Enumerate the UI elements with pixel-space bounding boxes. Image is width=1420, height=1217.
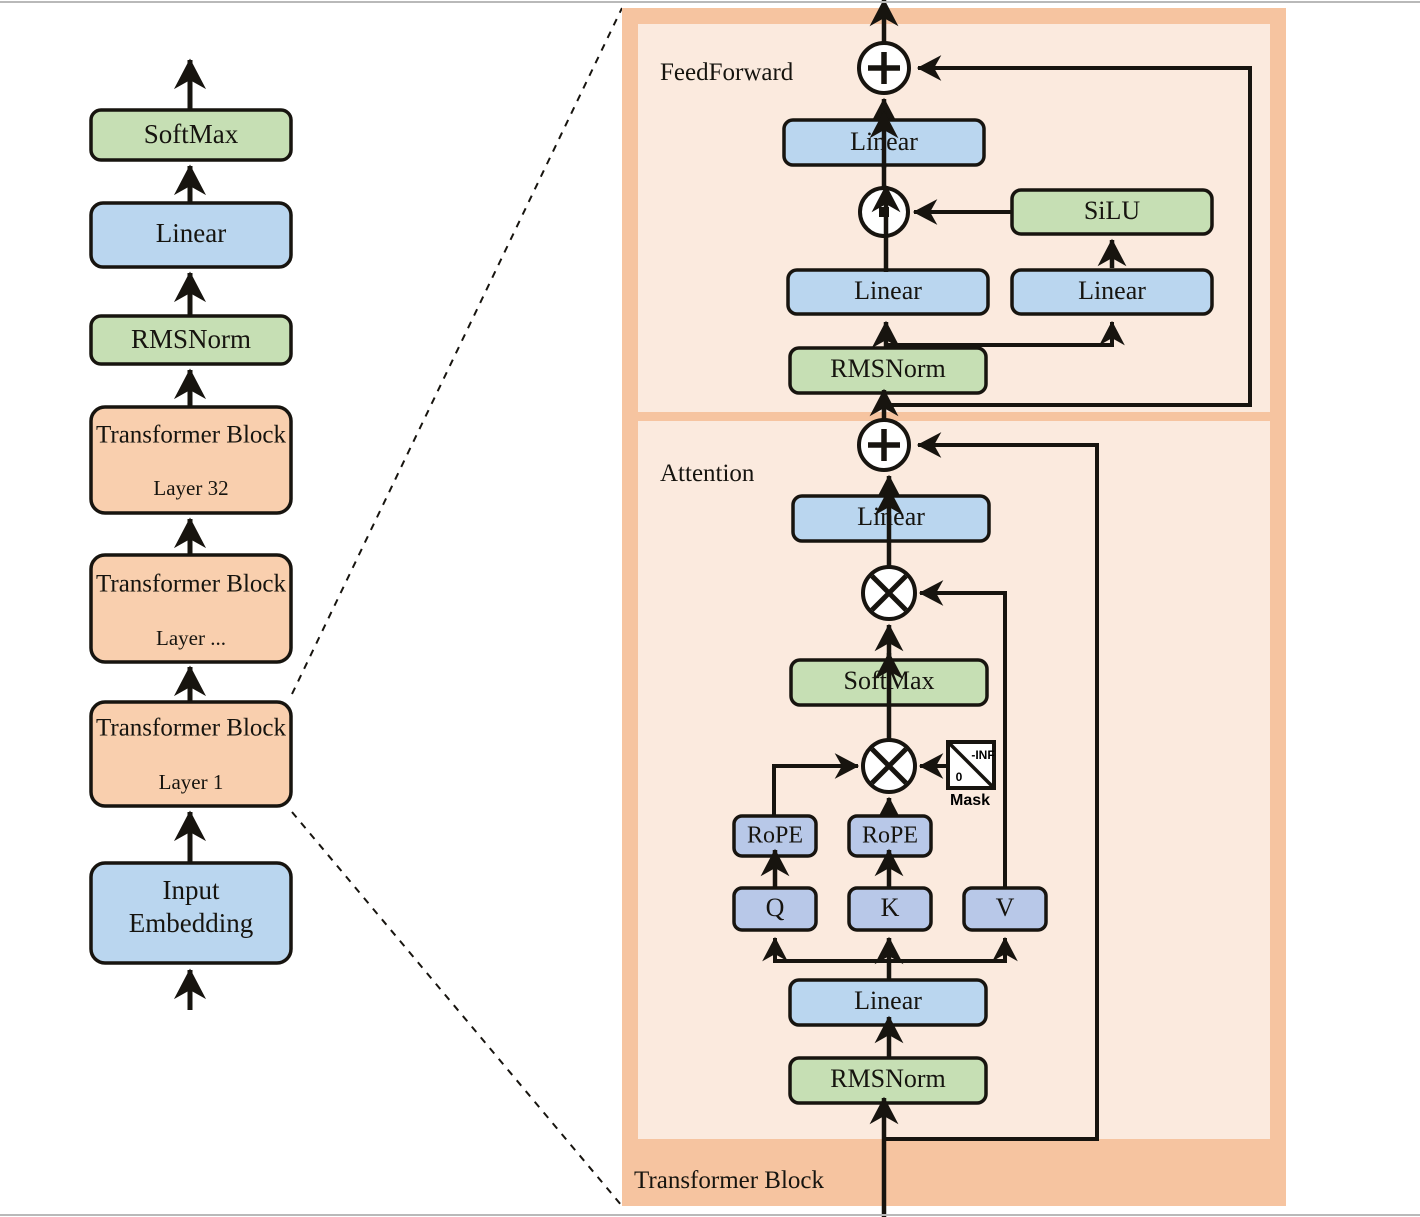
feedforward-section-label: FeedForward bbox=[660, 59, 794, 86]
transformer-block-detail-panel: FeedForward Attention Transformer Block … bbox=[622, 0, 1286, 1217]
stack-box-input-embedding[interactable]: Input Embedding bbox=[89, 861, 293, 965]
left-stack: SoftMax Linear RMSNorm Transformer Block… bbox=[89, 58, 293, 1010]
qkv-fanout-right-path bbox=[889, 936, 1018, 963]
attention-add-node bbox=[857, 418, 911, 472]
attn-rope-k-box[interactable]: RoPE bbox=[847, 814, 933, 858]
attn-rope-q-label: RoPE bbox=[747, 823, 803, 849]
mask-caption: Mask bbox=[950, 792, 990, 809]
stack-box-label: SoftMax bbox=[144, 119, 239, 149]
attn-qk-matmul-node bbox=[861, 738, 917, 794]
mask-upper-value: -INF bbox=[971, 748, 994, 762]
attn-v-label: V bbox=[996, 893, 1015, 922]
stack-box-label: RMSNorm bbox=[131, 324, 251, 354]
attn-qkv-linear-label: Linear bbox=[854, 986, 922, 1015]
stack-box-label: Linear bbox=[156, 218, 226, 248]
ff-silu-label: SiLU bbox=[1084, 196, 1141, 225]
stack-box-sublabel: Layer 1 bbox=[159, 770, 224, 794]
attn-rope-k-label: RoPE bbox=[862, 823, 918, 849]
attention-mask-icon: -INF 0 Mask bbox=[946, 740, 996, 809]
attention-group: Linear SoftMax bbox=[732, 418, 1099, 1217]
stack-box-transformer-layer-1[interactable]: Transformer Block Layer 1 bbox=[89, 700, 293, 808]
attn-q-label: Q bbox=[766, 893, 785, 922]
ff-gate-linear-label: Linear bbox=[854, 276, 922, 305]
attn-v-to-matmul-path bbox=[918, 580, 1007, 890]
feedforward-add-node bbox=[857, 41, 911, 95]
zoom-callout-lines bbox=[291, 7, 623, 1207]
ff-silu-box[interactable]: SiLU bbox=[1010, 188, 1214, 236]
attn-av-matmul-node bbox=[861, 565, 917, 621]
attn-q-box[interactable]: Q bbox=[732, 886, 818, 932]
stack-box-softmax[interactable]: SoftMax bbox=[89, 108, 293, 162]
attn-rmsnorm-box[interactable]: RMSNorm bbox=[788, 1056, 988, 1105]
stack-box-transformer-layer-32[interactable]: Transformer Block Layer 32 bbox=[89, 405, 293, 515]
stack-box-transformer-layer-mid[interactable]: Transformer Block Layer ... bbox=[89, 553, 293, 664]
ff-up-linear-box[interactable]: Linear bbox=[1010, 268, 1214, 316]
ff-rmsnorm-fanout-path bbox=[886, 320, 1125, 347]
attn-k-box[interactable]: K bbox=[847, 886, 933, 932]
ff-up-linear-label: Linear bbox=[1078, 276, 1146, 305]
stack-box-label-line1: Input bbox=[163, 875, 220, 905]
feedforward-residual-path bbox=[884, 55, 1252, 407]
stack-box-label-line1: Transformer Block bbox=[96, 422, 287, 449]
ff-gate-linear-box[interactable]: Linear bbox=[786, 268, 990, 316]
attention-section-label: Attention bbox=[660, 460, 755, 487]
attn-k-label: K bbox=[881, 893, 900, 922]
attn-v-box[interactable]: V bbox=[962, 886, 1048, 932]
feedforward-group: Linear SiLU Linear bbox=[782, 0, 1252, 432]
stack-box-label-line2: Embedding bbox=[129, 908, 253, 938]
stack-box-rmsnorm[interactable]: RMSNorm bbox=[89, 314, 293, 366]
qkv-fanout-left-path bbox=[762, 936, 889, 963]
ff-rmsnorm-box[interactable]: RMSNorm bbox=[788, 346, 988, 395]
attn-q-rope-to-matmul-path bbox=[772, 753, 860, 816]
stack-box-label-line1: Transformer Block bbox=[96, 571, 287, 598]
stack-box-linear[interactable]: Linear bbox=[89, 201, 293, 269]
attn-rope-q-box[interactable]: RoPE bbox=[732, 814, 818, 858]
stack-box-sublabel: Layer ... bbox=[156, 626, 226, 650]
mask-lower-value: 0 bbox=[956, 770, 963, 784]
stack-box-sublabel: Layer 32 bbox=[153, 476, 228, 500]
ff-rmsnorm-label: RMSNorm bbox=[830, 354, 946, 383]
stack-box-label-line1: Transformer Block bbox=[96, 715, 287, 742]
transformer-block-outer-label: Transformer Block bbox=[634, 1167, 825, 1194]
attention-residual-path bbox=[884, 432, 1099, 1141]
attn-rmsnorm-label: RMSNorm bbox=[830, 1064, 946, 1093]
